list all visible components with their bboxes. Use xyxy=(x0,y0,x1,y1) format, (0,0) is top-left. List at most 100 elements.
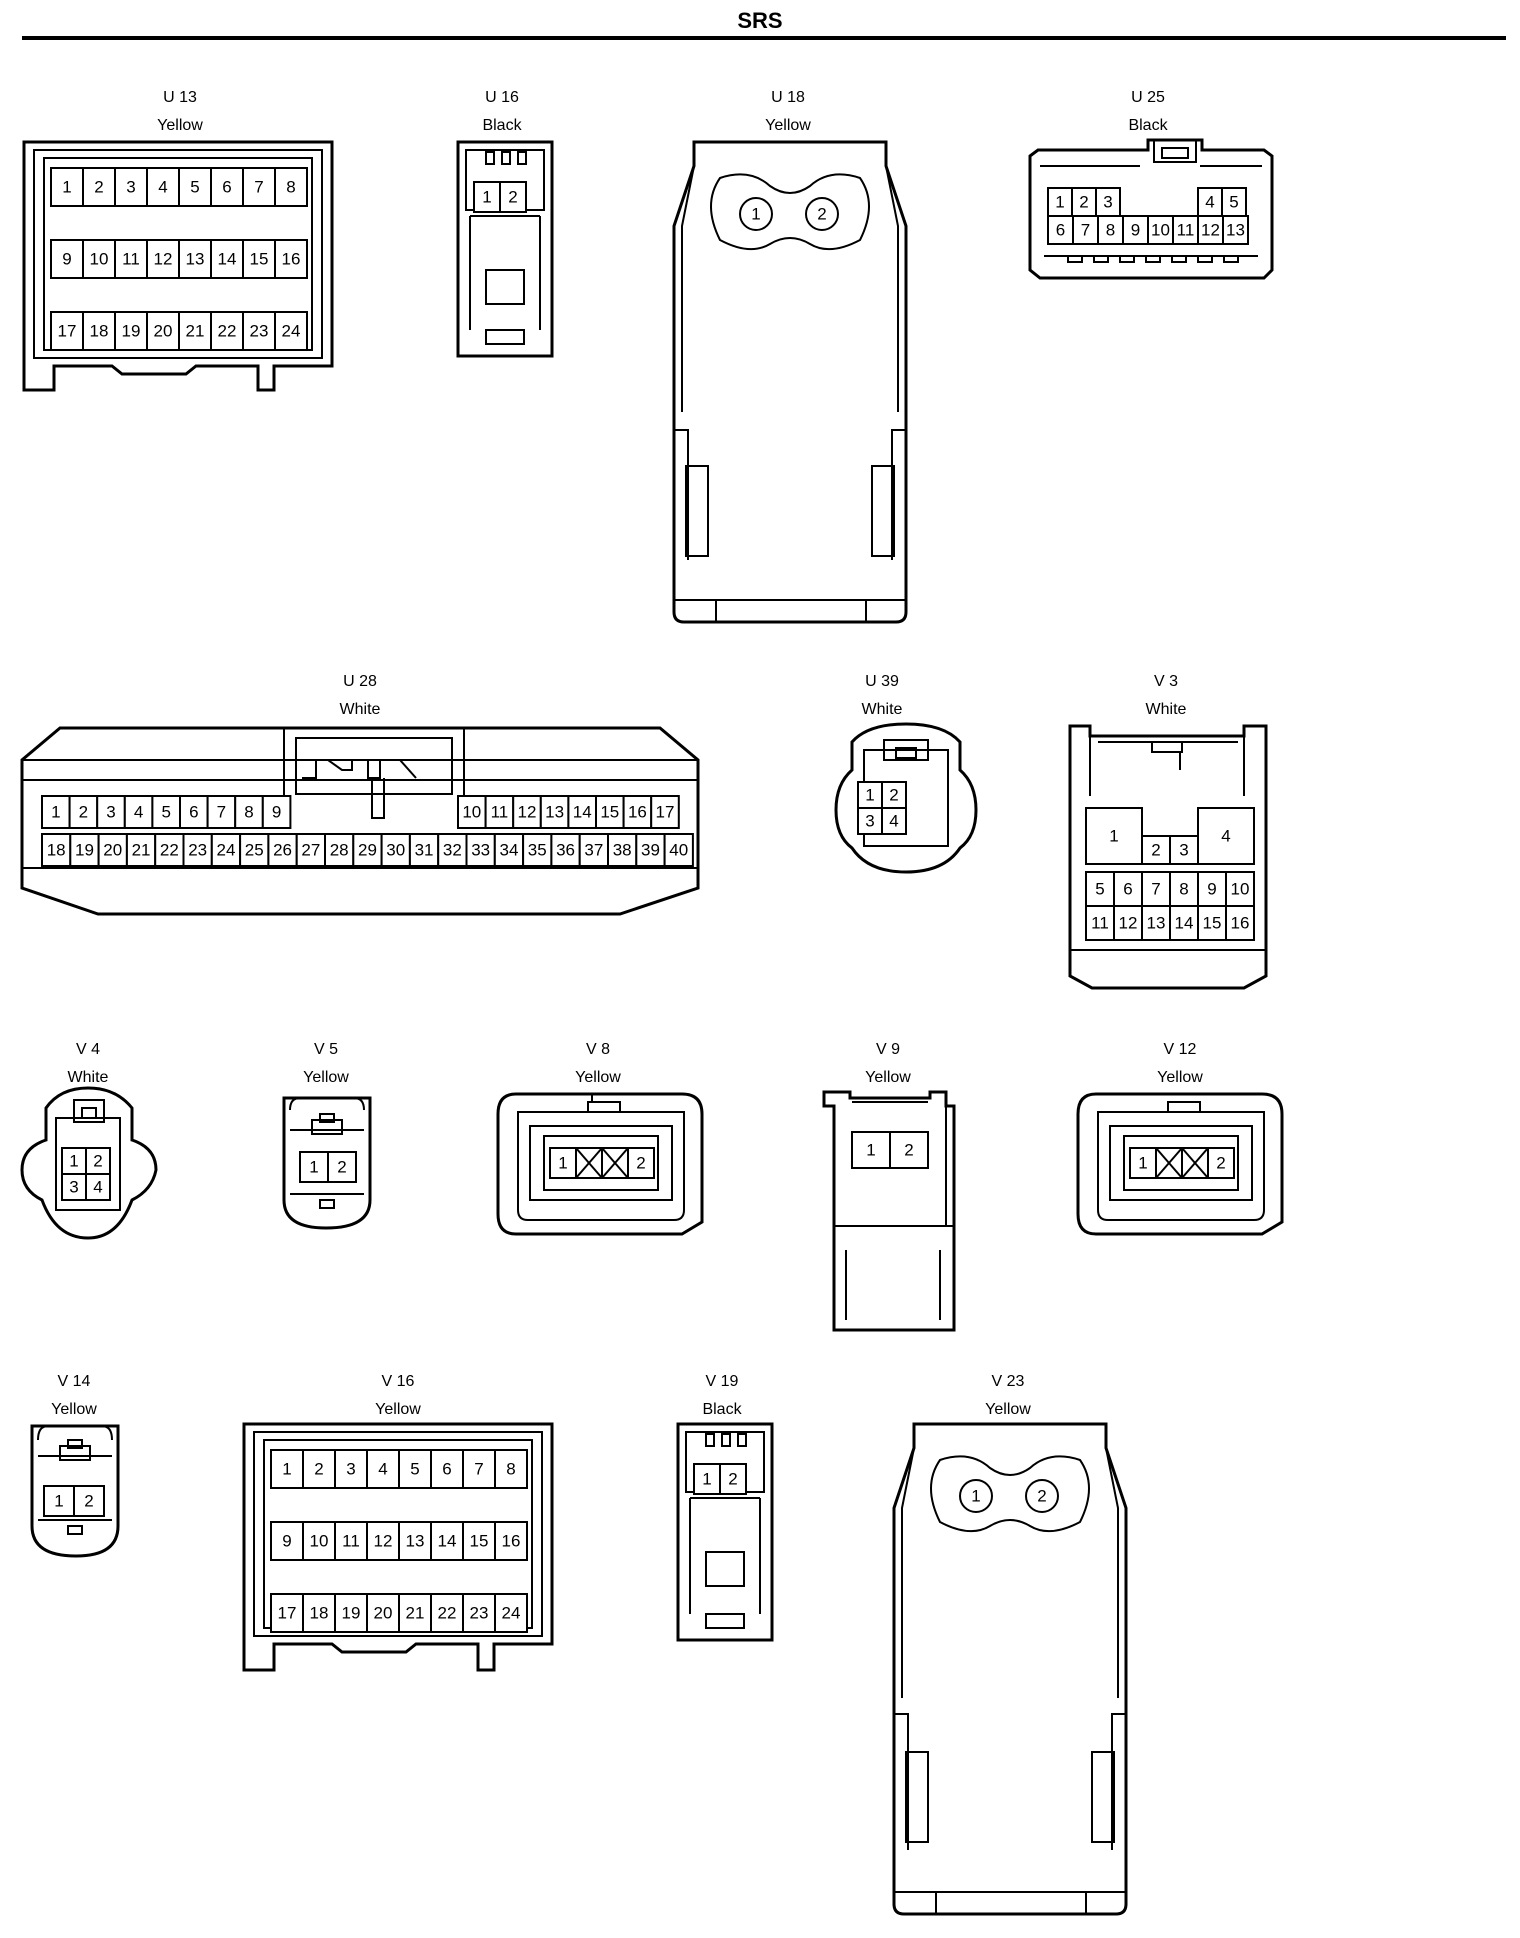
pin-cell xyxy=(267,833,298,867)
pin-number: 1 xyxy=(558,1154,567,1173)
pin-cell xyxy=(462,1521,496,1561)
pin-cell xyxy=(1122,215,1149,245)
pin-cell xyxy=(499,181,527,213)
pin-cell xyxy=(493,833,525,867)
connector-color: Yellow xyxy=(575,1069,621,1086)
pin-cell xyxy=(494,1593,528,1633)
pin-cell xyxy=(398,1593,432,1633)
pin-cell xyxy=(242,239,276,279)
caption-v4: V 4 White xyxy=(38,1036,138,1092)
pin-number: 16 xyxy=(1231,914,1250,933)
pin-number: 39 xyxy=(641,841,660,860)
pin-number: 12 xyxy=(374,1532,393,1551)
pin-number: 4 xyxy=(134,803,143,822)
pin-cell xyxy=(881,807,907,835)
pin-cell xyxy=(1222,215,1249,245)
pin-cell xyxy=(595,795,625,829)
pin-number: 12 xyxy=(1201,221,1220,240)
connector-color: Black xyxy=(482,117,522,134)
connector-color: White xyxy=(67,1069,109,1086)
pin-number: 4 xyxy=(93,1178,102,1197)
connector-color: Black xyxy=(702,1401,742,1418)
pin-number: 6 xyxy=(222,178,231,197)
pin-number: 38 xyxy=(613,841,632,860)
blocked-cavity-mark xyxy=(1155,1147,1183,1179)
pin-number: 16 xyxy=(502,1532,521,1551)
pin-cell xyxy=(627,1147,655,1179)
pin-cell xyxy=(61,1173,87,1201)
pin-number: 6 xyxy=(442,1460,451,1479)
pin-number: 2 xyxy=(636,1154,645,1173)
pin-number: 14 xyxy=(1175,914,1194,933)
pin-cell xyxy=(178,311,212,351)
pin-number: 10 xyxy=(90,250,109,269)
pin-number: 24 xyxy=(216,841,235,860)
pin-cell xyxy=(484,795,515,829)
pin-cell xyxy=(494,1449,528,1489)
pin-cell xyxy=(41,833,72,867)
pin-number: 6 xyxy=(1123,880,1132,899)
connector-id: V 19 xyxy=(705,1373,739,1390)
pin-cell xyxy=(366,1449,400,1489)
pin-number: 13 xyxy=(406,1532,425,1551)
pin-cell xyxy=(302,1449,336,1489)
pin-cell xyxy=(61,1147,87,1175)
pin-cell xyxy=(114,239,148,279)
pin-number: 9 xyxy=(1131,221,1140,240)
connector-id: U 25 xyxy=(1131,89,1165,106)
pin-number: 34 xyxy=(499,841,518,860)
pin-number: 2 xyxy=(508,188,517,207)
pin-number: 2 xyxy=(93,1152,102,1171)
pin-number: 15 xyxy=(1203,914,1222,933)
pin-number: 9 xyxy=(282,1532,291,1551)
pin-number: 2 xyxy=(1037,1487,1046,1506)
pin-number: 4 xyxy=(1205,193,1214,212)
pin-number: 28 xyxy=(330,841,349,860)
pin-number: 20 xyxy=(374,1604,393,1623)
pin-number: 2 xyxy=(817,205,826,224)
pin-cell xyxy=(430,1521,464,1561)
pin-cell xyxy=(1225,905,1255,941)
pin-number: 1 xyxy=(309,1158,318,1177)
pin-number: 15 xyxy=(250,250,269,269)
pin-number: 5 xyxy=(410,1460,419,1479)
pin-number: 5 xyxy=(190,178,199,197)
pin-number: 2 xyxy=(79,803,88,822)
pin-number: 17 xyxy=(278,1604,297,1623)
connector-id: V 4 xyxy=(75,1041,100,1058)
pin-number: 9 xyxy=(62,250,71,269)
pin-number: 6 xyxy=(1056,221,1065,240)
pin-cell xyxy=(805,197,839,231)
pin-number: 1 xyxy=(62,178,71,197)
connector-color: Yellow xyxy=(51,1401,97,1418)
pin-number: 3 xyxy=(1179,841,1188,860)
pin-number: 11 xyxy=(122,250,140,269)
pin-cell xyxy=(739,197,773,231)
pin-number: 15 xyxy=(470,1532,489,1551)
pin-number: 1 xyxy=(865,786,874,805)
pin-number: 1 xyxy=(866,1141,875,1160)
pin-number: 21 xyxy=(406,1604,425,1623)
pin-cell xyxy=(889,1131,929,1169)
pin-number: 5 xyxy=(161,803,170,822)
pin-number: 3 xyxy=(106,803,115,822)
pin-cell xyxy=(462,1593,496,1633)
connector-id: V 5 xyxy=(313,1041,338,1058)
pin-cell xyxy=(274,239,308,279)
caption-u25: U 25 Black xyxy=(1098,84,1198,140)
pin-cell xyxy=(210,167,244,207)
pin-number: 5 xyxy=(1229,193,1238,212)
pin-number: 4 xyxy=(889,812,898,831)
caption-v19: V 19 Black xyxy=(672,1368,772,1424)
pin-number: 30 xyxy=(386,841,405,860)
pin-number: 12 xyxy=(154,250,173,269)
pin-cell xyxy=(1141,835,1171,865)
connector-color: Black xyxy=(1128,117,1168,134)
pin-number: 27 xyxy=(301,841,320,860)
page-title: SRS xyxy=(737,8,783,33)
pin-cell xyxy=(663,833,694,867)
